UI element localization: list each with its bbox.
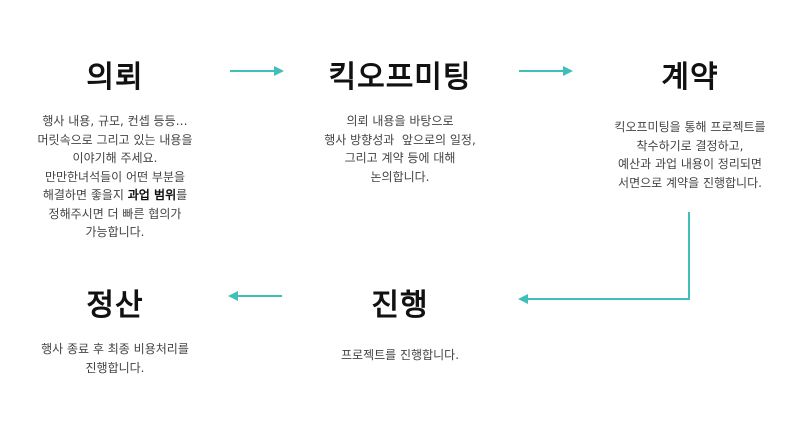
step-description: 킥오프미팅을 통해 프로젝트를 착수하기로 결정하고, 예산과 과업 내용이 정…	[585, 118, 795, 192]
desc-line: 행사 방향성과 앞으로의 일정,	[324, 132, 476, 147]
step-title: 킥오프미팅	[328, 60, 472, 95]
desc-line: 예산과 과업 내용이 정리되면	[618, 157, 762, 171]
step-request: 의뢰 행사 내용, 규모, 컨셉 등등… 머릿속으로 그리고 있는 내용을 이야…	[15, 52, 215, 242]
desc-text: 를	[176, 188, 188, 202]
desc-line: 논의합니다.	[370, 169, 430, 184]
desc-line: 행사 내용, 규모, 컨셉 등등…	[42, 114, 188, 128]
desc-line: 그리고 계약 등에 대해	[344, 151, 456, 165]
arrow-contract-to-progress	[526, 212, 690, 300]
desc-line: 착수하기로 결정하고,	[636, 138, 744, 153]
desc-line: 행사 종료 후 최종 비용처리를	[41, 342, 189, 356]
arrowhead-right	[274, 66, 284, 76]
emphasis-text: 과업 범위	[127, 188, 177, 202]
desc-line: 의뢰 내용을 바탕으로	[346, 114, 454, 128]
step-title: 진행	[371, 288, 429, 323]
step-description: 행사 내용, 규모, 컨셉 등등… 머릿속으로 그리고 있는 내용을 이야기해 …	[15, 112, 215, 242]
arrowhead-left	[518, 294, 528, 304]
desc-line-with-emphasis: 해결하면 좋을지 과업 범위를	[15, 186, 215, 205]
desc-line: 프로젝트를 진행합니다.	[340, 348, 460, 362]
desc-line: 가능합니다.	[85, 225, 145, 239]
step-kickoff-meeting: 킥오프미팅 의뢰 내용을 바탕으로 행사 방향성과 앞으로의 일정, 그리고 계…	[295, 52, 505, 186]
desc-line: 이야기해 주세요.	[72, 151, 158, 165]
step-contract: 계약 킥오프미팅을 통해 프로젝트를 착수하기로 결정하고, 예산과 과업 내용…	[585, 52, 795, 192]
desc-line: 머릿속으로 그리고 있는 내용을	[37, 132, 193, 147]
desc-line: 서면으로 계약을 진행합니다.	[618, 175, 762, 190]
step-description: 행사 종료 후 최종 비용처리를 진행합니다.	[15, 340, 215, 377]
desc-text: 해결하면 좋을지	[42, 188, 128, 202]
step-title: 정산	[86, 288, 144, 323]
step-title: 의뢰	[86, 60, 144, 95]
step-description: 의뢰 내용을 바탕으로 행사 방향성과 앞으로의 일정, 그리고 계약 등에 대…	[295, 112, 505, 186]
arrowhead-right	[563, 66, 573, 76]
desc-line: 만만한녀석들이 어떤 부분을	[44, 169, 186, 184]
arrowhead-left	[228, 291, 238, 301]
step-progress: 진행 프로젝트를 진행합니다.	[295, 280, 505, 365]
step-settlement: 정산 행사 종료 후 최종 비용처리를 진행합니다.	[15, 280, 215, 377]
desc-line: 정해주시면 더 빠른 협의가	[48, 206, 182, 221]
step-title: 계약	[661, 60, 719, 95]
step-description: 프로젝트를 진행합니다.	[295, 346, 505, 365]
desc-line: 킥오프미팅을 통해 프로젝트를	[614, 120, 766, 134]
desc-line: 진행합니다.	[85, 360, 145, 375]
